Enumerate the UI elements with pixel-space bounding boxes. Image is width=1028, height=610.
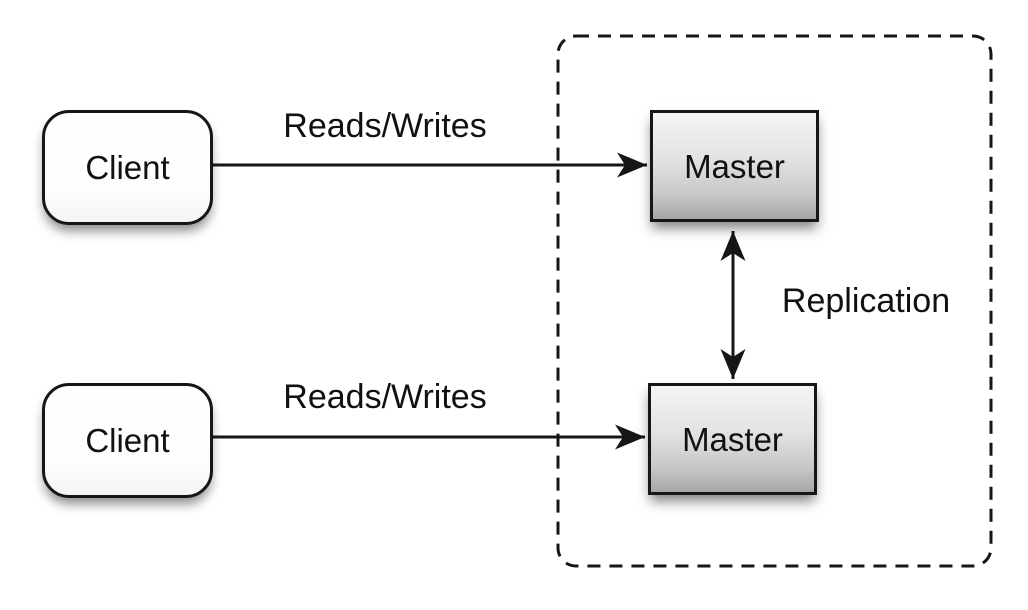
server-group-boundary bbox=[556, 34, 993, 568]
master-node-top: Master bbox=[650, 110, 819, 222]
client-node-top: Client bbox=[42, 110, 213, 225]
reads-writes-label-bottom: Reads/Writes bbox=[283, 378, 487, 416]
reads-writes-label-top: Reads/Writes bbox=[283, 107, 487, 145]
master-node-top-label: Master bbox=[684, 147, 785, 185]
client-node-top-label: Client bbox=[85, 149, 170, 186]
client-node-bottom-label: Client bbox=[85, 422, 170, 459]
client-node-bottom: Client bbox=[42, 383, 213, 498]
master-node-bottom: Master bbox=[648, 383, 817, 495]
master-node-bottom-label: Master bbox=[682, 420, 783, 458]
replication-label: Replication bbox=[781, 282, 951, 320]
